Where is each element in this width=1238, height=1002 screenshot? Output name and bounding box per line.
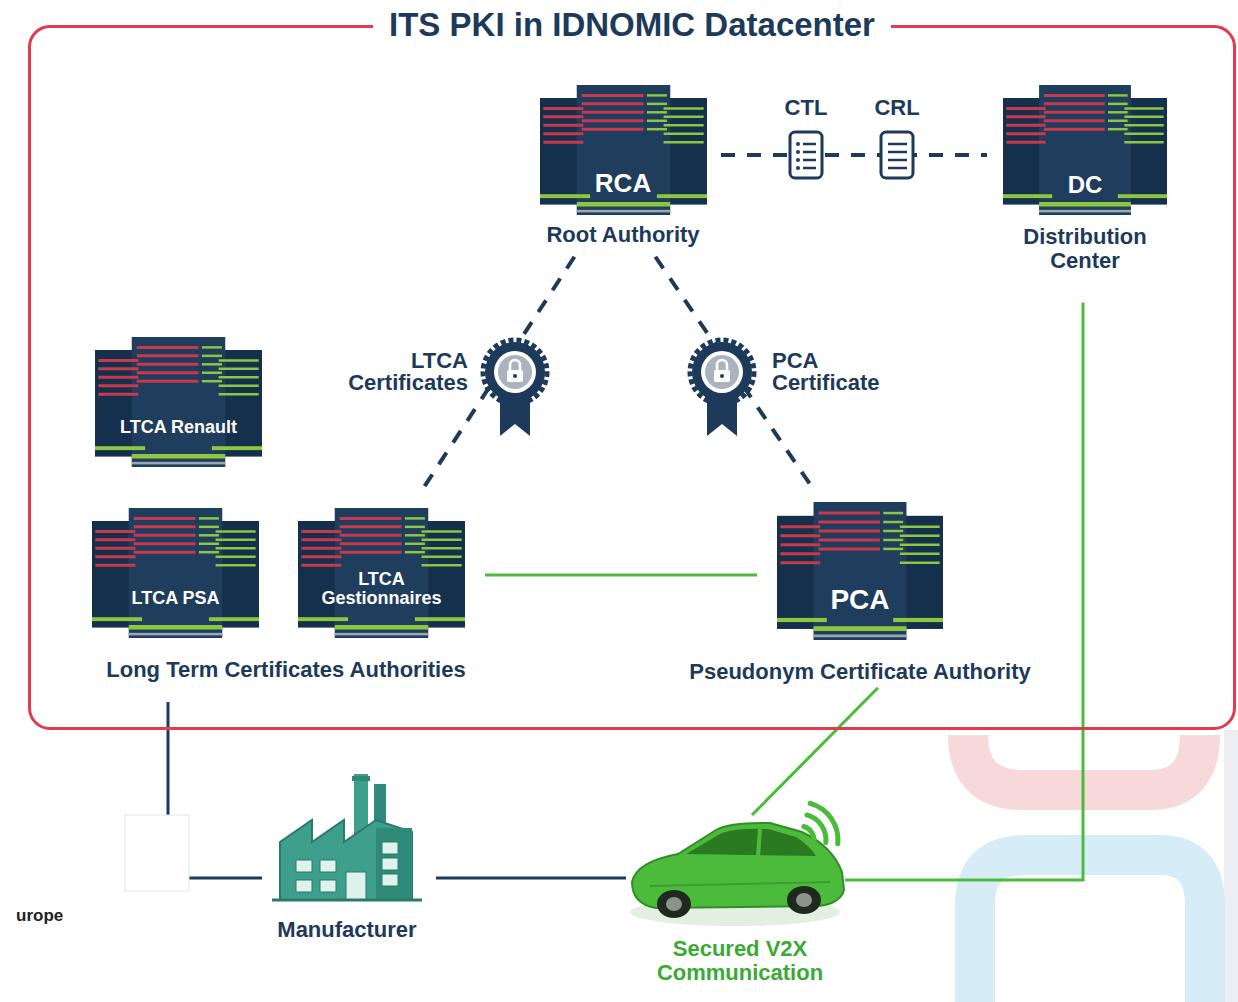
server-picture	[92, 508, 259, 638]
v2x-link	[485, 574, 757, 577]
diagram-title: ITS PKI in IDNOMIC Datacenter	[373, 5, 891, 45]
list-document-icon	[790, 132, 822, 178]
datacenter-region: ITS PKI in IDNOMIC DatacenterRCARoot Aut…	[28, 25, 1236, 730]
list-label: CRL	[857, 96, 937, 119]
server-node: DC Distribution Center	[995, 85, 1175, 273]
server-name: LTCA Gestionnaires	[321, 570, 441, 608]
server-picture	[777, 502, 943, 640]
certificate-label: PCA Certificate	[772, 350, 912, 394]
factory-picture	[262, 772, 432, 902]
blank-box	[125, 815, 189, 891]
server-picture	[95, 337, 262, 467]
certificate-badge	[483, 340, 547, 436]
car-icon	[620, 790, 860, 935]
node-caption: Manufacturer	[262, 918, 432, 942]
car-node: Secured V2X Communication	[620, 790, 860, 985]
watermark-arc	[975, 855, 1205, 1002]
v2x-caption: Secured V2X Communication	[620, 937, 860, 985]
group-label: Long Term Certificates Authorities	[76, 658, 496, 681]
server-name: LTCA PSA	[132, 589, 220, 608]
node-caption: Pseudonym Certificate Authority	[660, 660, 1060, 684]
server-name: RCA	[595, 170, 651, 197]
certificate-link	[721, 153, 987, 157]
certificate-label: LTCA Certificates	[318, 350, 468, 394]
server-node: LTCA Renault	[95, 337, 262, 467]
server-icon: PCA	[777, 502, 943, 640]
side-strip	[1224, 730, 1238, 1002]
server-icon: LTCA PSA	[92, 508, 259, 638]
server-node: LTCA PSA	[92, 508, 259, 638]
car-picture	[620, 790, 860, 935]
server-icon: LTCA Gestionnaires	[298, 508, 465, 638]
v2x-link	[752, 688, 878, 815]
certificate-badge	[690, 340, 754, 436]
factory-node: Manufacturer	[262, 772, 432, 942]
factory-icon	[262, 772, 432, 902]
leader-line	[167, 702, 170, 815]
list-document-icon	[881, 132, 913, 178]
server-node: LTCA Gestionnaires	[298, 508, 465, 638]
server-node: PCA Pseudonym Certificate Authority	[660, 502, 1060, 684]
list-label: CTL	[766, 96, 846, 119]
server-node: RCA Root Authority	[533, 85, 713, 247]
server-name: DC	[1068, 172, 1103, 197]
node-caption: Root Authority	[533, 223, 713, 247]
server-icon: LTCA Renault	[95, 337, 262, 467]
server-icon: DC	[1003, 85, 1167, 215]
server-icon: RCA	[540, 85, 707, 215]
node-caption: Distribution Center	[995, 225, 1175, 273]
server-name: PCA	[830, 585, 889, 614]
cut-off-label: urope	[16, 907, 96, 925]
server-name: LTCA Renault	[120, 418, 237, 437]
supply-link	[436, 877, 626, 880]
leader-line	[189, 877, 262, 880]
